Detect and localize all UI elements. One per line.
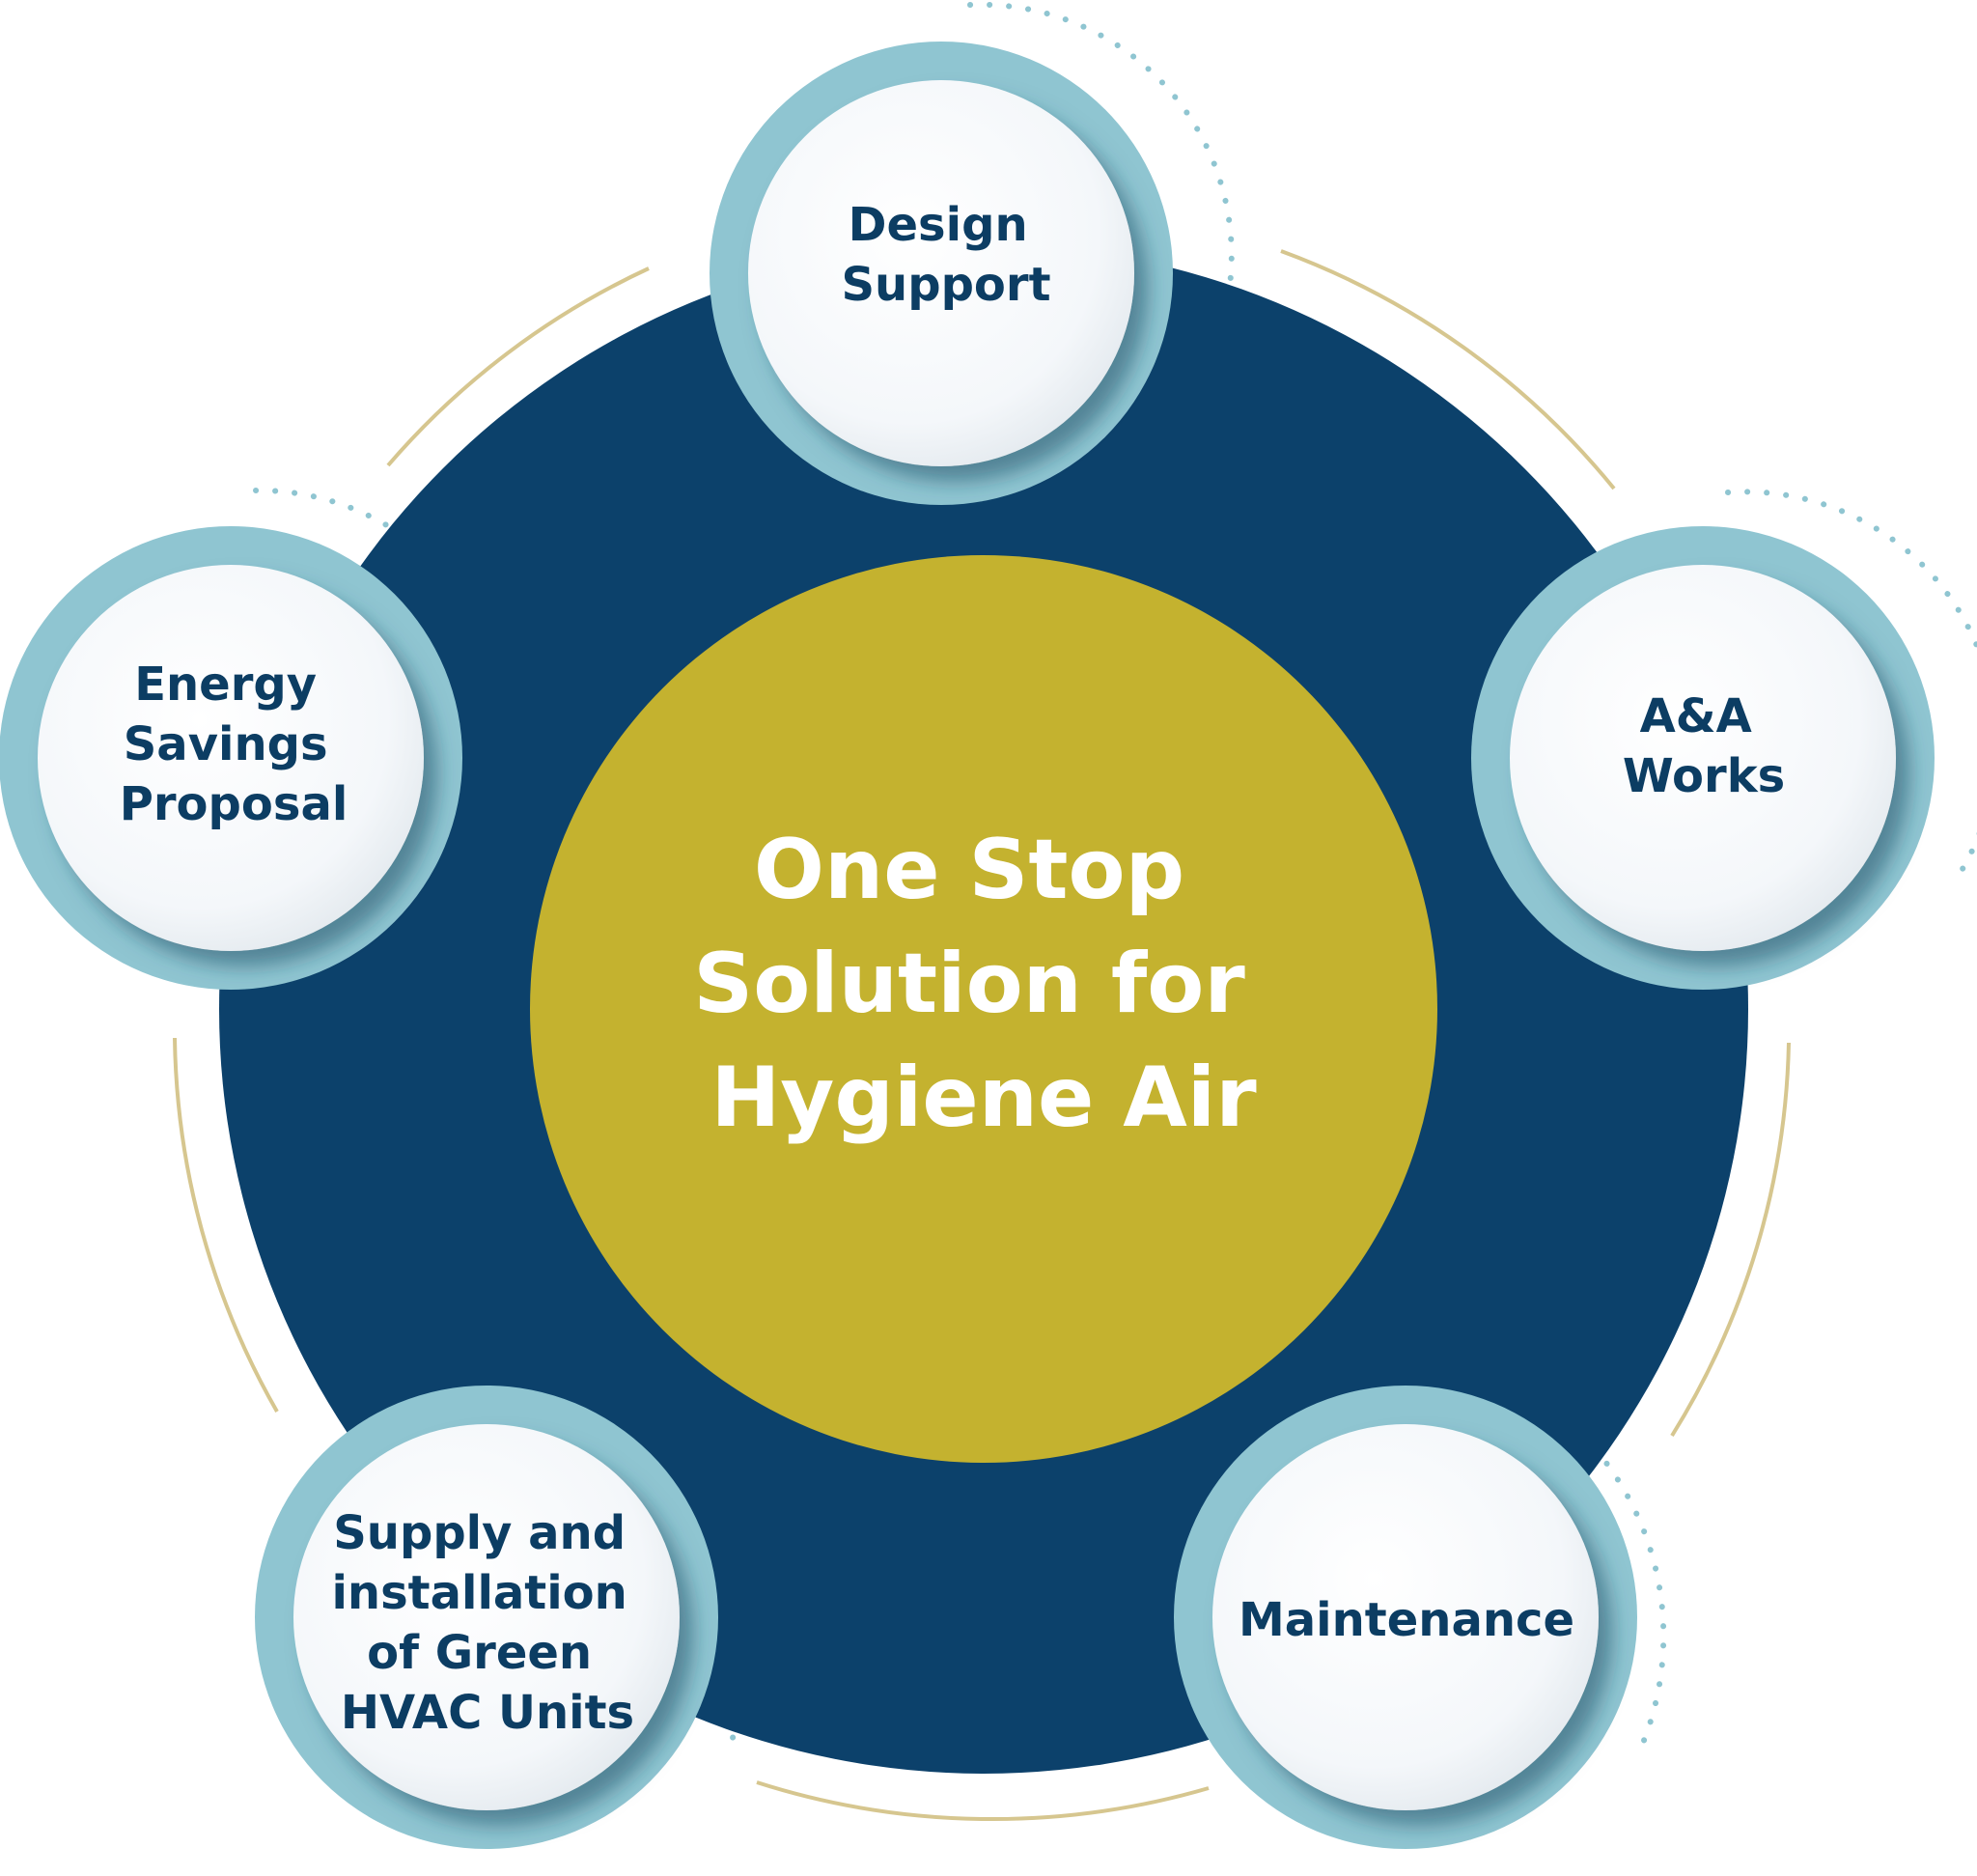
- node-face: [293, 1424, 680, 1810]
- node-label-line: Supply and: [333, 1506, 626, 1560]
- node-label-line: Savings: [124, 717, 328, 771]
- node-label-line: installation: [331, 1566, 627, 1620]
- node-face: [38, 565, 424, 951]
- node-label-line: Maintenance: [1239, 1593, 1574, 1647]
- node-label: Energy Savings Proposal: [120, 658, 348, 831]
- node-label-line: Energy: [134, 658, 317, 712]
- node-energy-savings: Energy Savings Proposal: [0, 526, 462, 990]
- gold-arcs: [173, 249, 1791, 1822]
- node-supply-installation: Supply and installation of Green HVAC Un…: [255, 1386, 718, 1849]
- center-title-line-1: One Stop: [754, 822, 1184, 918]
- node-label-line: HVAC Units: [341, 1686, 634, 1740]
- node-label: Supply and installation of Green HVAC Un…: [331, 1506, 643, 1740]
- node-label: Maintenance: [1239, 1593, 1574, 1647]
- node-label: Design Support: [841, 198, 1050, 312]
- node-design-support: Design Support: [710, 42, 1173, 505]
- gold-arc-right: [1670, 1042, 1791, 1438]
- node-aa-works: A&A Works: [1471, 526, 1935, 990]
- node-label-line: Proposal: [120, 777, 348, 831]
- node-face: [748, 80, 1134, 466]
- gold-arc-left: [173, 1037, 279, 1413]
- center-title-line-3: Hygiene Air: [710, 1050, 1257, 1146]
- node-label: A&A Works: [1623, 689, 1785, 803]
- node-face: [1212, 1424, 1599, 1810]
- gold-arc-bottom: [756, 1780, 1210, 1822]
- gold-arc-top-left: [386, 266, 650, 467]
- node-label-line: Support: [841, 258, 1050, 312]
- center-title: One Stop Solution for Hygiene Air: [693, 822, 1273, 1146]
- node-label-line: A&A: [1640, 689, 1752, 743]
- node-label-line: Design: [849, 198, 1028, 252]
- center-circle: [530, 555, 1437, 1463]
- node-face: [1510, 565, 1896, 951]
- gold-arc-top-right: [1280, 249, 1616, 490]
- center-title-line-2: Solution for: [693, 936, 1245, 1032]
- node-label-line: Works: [1623, 749, 1785, 803]
- node-label-line: of Green: [367, 1626, 592, 1680]
- node-maintenance: Maintenance: [1174, 1386, 1637, 1849]
